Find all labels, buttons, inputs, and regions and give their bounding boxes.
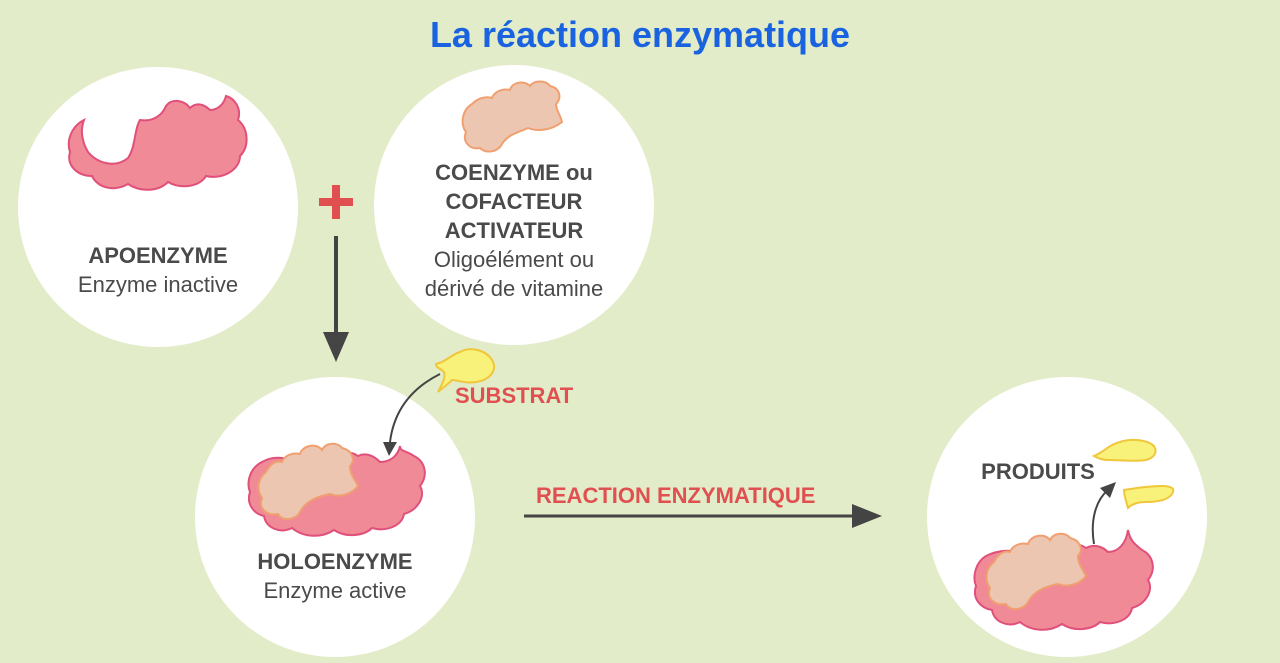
holoenzyme-shape	[249, 444, 425, 536]
holoenzyme-label: HOLOENZYME Enzyme active	[195, 547, 475, 605]
coenzyme-line5: dérivé de vitamine	[374, 274, 654, 303]
down-arrow	[323, 236, 349, 362]
reaction-label: REACTION ENZYMATIQUE	[536, 483, 815, 509]
holoenzyme-desc: Enzyme active	[195, 576, 475, 605]
coenzyme-shape	[463, 82, 562, 152]
coenzyme-line4: Oligoélément ou	[374, 245, 654, 274]
coenzyme-line1: COENZYME ou	[374, 158, 654, 187]
substrat-label: SUBSTRAT	[455, 383, 573, 409]
apoenzyme-desc: Enzyme inactive	[18, 270, 298, 299]
plus-sign	[319, 185, 353, 219]
substrate-arrow	[383, 374, 440, 456]
products-arrow	[1093, 482, 1116, 544]
apoenzyme-name: APOENZYME	[18, 241, 298, 270]
coenzyme-line2: COFACTEUR	[374, 187, 654, 216]
produits-name: PRODUITS	[960, 457, 1116, 486]
coenzyme-line3: ACTIVATEUR	[374, 216, 654, 245]
produits-label: PRODUITS	[960, 457, 1116, 486]
apoenzyme-label: APOENZYME Enzyme inactive	[18, 241, 298, 299]
coenzyme-label: COENZYME ou COFACTEUR ACTIVATEUR Oligoél…	[374, 158, 654, 303]
holoenzyme-name: HOLOENZYME	[195, 547, 475, 576]
apoenzyme-shape	[69, 96, 247, 190]
products-enzyme-shape	[974, 530, 1152, 630]
product-shape-2	[1124, 486, 1173, 508]
